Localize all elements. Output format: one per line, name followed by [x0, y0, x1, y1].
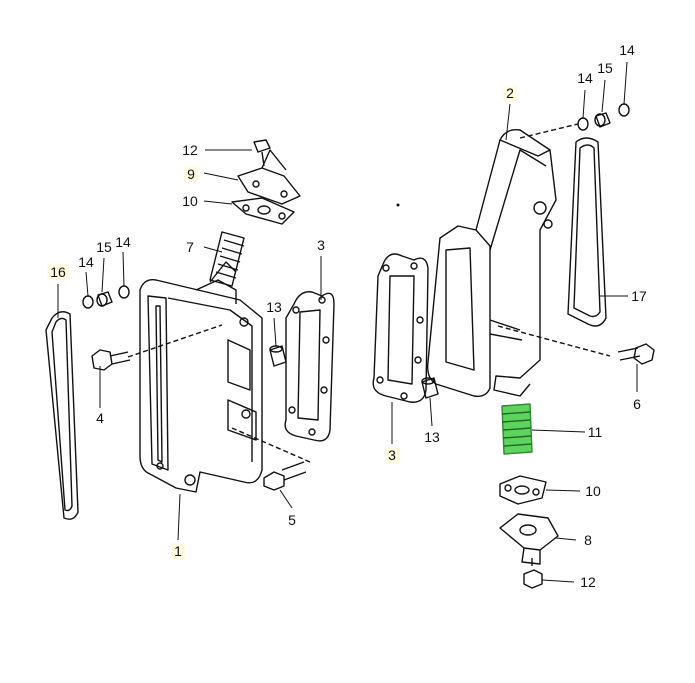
seal-17	[567, 137, 607, 327]
bolt-5	[263, 461, 307, 491]
leader-lines	[57, 61, 638, 583]
joint-8	[499, 513, 559, 565]
gasket-10-left	[231, 197, 295, 225]
callout-12: 12	[182, 142, 198, 158]
joint-9	[237, 149, 301, 205]
callout-8: 8	[584, 532, 592, 548]
callout-2: 2	[503, 85, 517, 101]
callout-6: 6	[633, 396, 641, 412]
callout-3: 3	[317, 237, 325, 253]
collar-13-right	[421, 377, 439, 399]
cover-1	[139, 261, 311, 493]
callout-15: 15	[96, 239, 112, 255]
washer-grommet-left	[82, 285, 130, 309]
callout-17: 17	[631, 288, 647, 304]
callout-14: 14	[115, 234, 131, 250]
collar-13-left	[269, 345, 287, 367]
gasket-3-right	[372, 253, 429, 403]
callout-1: 1	[171, 543, 185, 559]
callout-9: 9	[184, 166, 198, 182]
callout-3: 3	[385, 447, 399, 463]
callout-14: 14	[619, 42, 635, 58]
callout-7: 7	[186, 239, 194, 255]
bolt-6	[617, 343, 655, 365]
gasket-3-left	[284, 291, 335, 442]
bolt-4	[91, 324, 223, 371]
callout-13: 13	[266, 299, 282, 315]
callout-10: 10	[585, 483, 601, 499]
callout-14: 14	[577, 70, 593, 86]
bolt-12-left	[253, 139, 271, 167]
seal-16	[45, 311, 79, 520]
bolt-12-right	[523, 558, 543, 589]
callout-13: 13	[424, 429, 440, 445]
callout-5: 5	[288, 512, 296, 528]
dot	[396, 203, 400, 207]
hose-11	[501, 403, 533, 455]
callout-12: 12	[580, 574, 596, 590]
washer-grommet-right	[577, 103, 630, 131]
gasket-10-right	[499, 475, 547, 505]
callout-4: 4	[96, 410, 104, 426]
callout-16: 16	[47, 264, 69, 280]
hose-7	[209, 231, 245, 287]
callout-15: 15	[597, 60, 613, 76]
callout-14: 14	[78, 254, 94, 270]
callout-10: 10	[182, 193, 198, 209]
cover-2	[426, 123, 611, 398]
callout-11: 11	[587, 424, 603, 440]
